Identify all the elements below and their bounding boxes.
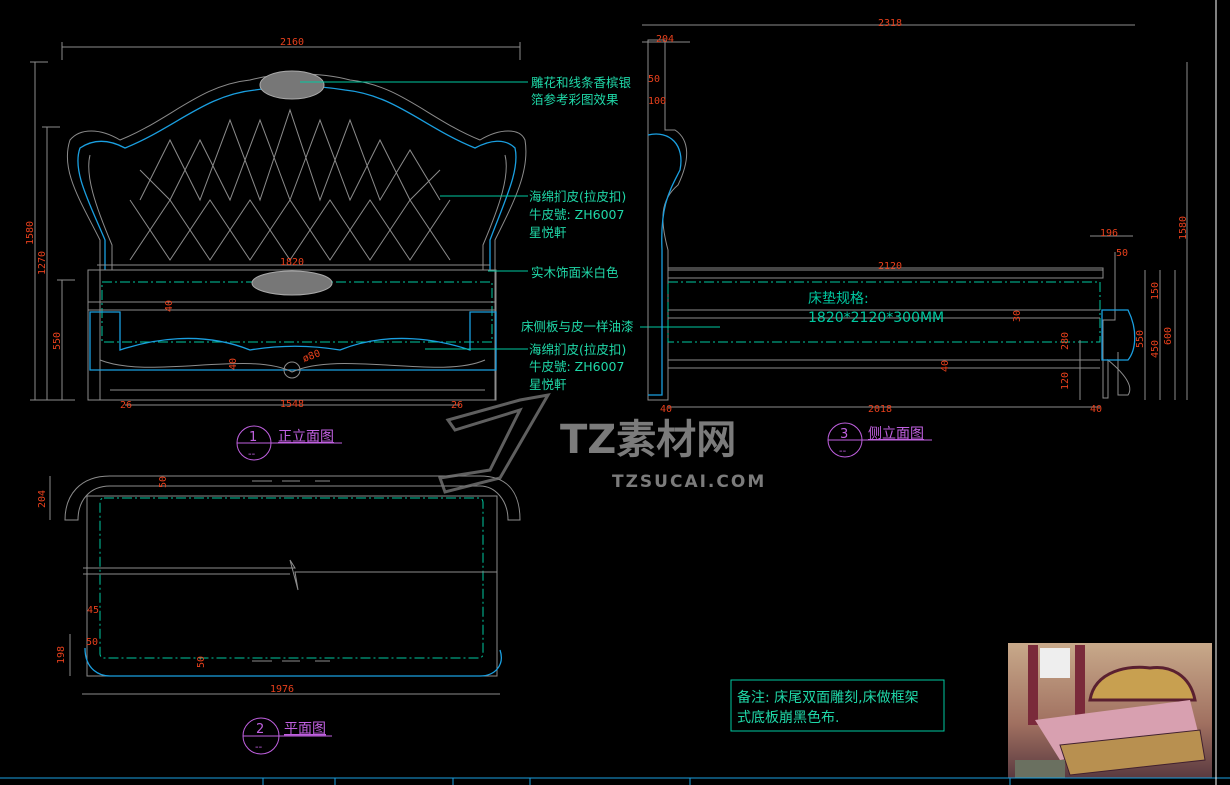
dim-side-40: 40 bbox=[1090, 404, 1102, 415]
title-block bbox=[0, 777, 1230, 785]
dim-side-280: 280 bbox=[1060, 332, 1071, 350]
svg-text:3: 3 bbox=[840, 427, 848, 442]
dim-front-bottom: 1548 bbox=[280, 399, 304, 410]
dim-side-foot2: 50 bbox=[1116, 248, 1128, 259]
dim-front-leg-right: 26 bbox=[451, 400, 463, 411]
dim-front-height: 1580 bbox=[25, 221, 36, 245]
view-title-side: 3 -- 侧立面图 bbox=[827, 422, 932, 458]
dim-plan-top: 50 bbox=[158, 476, 169, 488]
dim-plan-left1: 45 bbox=[87, 605, 99, 616]
dim-side-head: 204 bbox=[656, 34, 674, 45]
remark-line-1: 备注: 床尾双面雕刻,床做框架 bbox=[737, 689, 919, 706]
note-sponge2-2: 牛皮號: ZH6007 bbox=[529, 359, 624, 374]
front-dimension-lines bbox=[30, 42, 521, 406]
dim-side-top2: 100 bbox=[648, 96, 666, 107]
dim-side-450: 450 bbox=[1150, 340, 1161, 358]
tufting-pattern bbox=[129, 108, 451, 261]
dim-side-120: 120 bbox=[1060, 372, 1071, 390]
watermark: TZ素材网 TZSUCAI.COM bbox=[437, 392, 766, 494]
dim-plan-left2: 50 bbox=[86, 637, 98, 648]
remark-box bbox=[730, 679, 945, 732]
dim-side-total: 2318 bbox=[878, 18, 902, 29]
dim-side-length: 2120 bbox=[878, 261, 902, 272]
dim-plan-bottom: 50 bbox=[196, 656, 207, 668]
dim-front-rail2: 40 bbox=[228, 358, 239, 370]
svg-text:--: -- bbox=[255, 742, 263, 753]
svg-text:平面图: 平面图 bbox=[284, 721, 326, 737]
dim-front-inner: 1820 bbox=[280, 257, 304, 268]
dim-side-foot: 196 bbox=[1100, 228, 1118, 239]
svg-text:1: 1 bbox=[249, 430, 257, 445]
view-title-front: 1 -- 正立面图 bbox=[236, 425, 342, 461]
dim-front-circle: ø80 bbox=[301, 348, 322, 365]
svg-text:TZ素材网: TZ素材网 bbox=[560, 417, 736, 463]
dim-front-rail1: 40 bbox=[164, 300, 175, 312]
note-wood: 实木饰面米白色 bbox=[531, 265, 619, 280]
dim-front-h2: 1270 bbox=[37, 251, 48, 275]
note-carving-2: 箔参考彩图效果 bbox=[531, 92, 619, 107]
reference-photo bbox=[1008, 643, 1212, 778]
note-sponge-3: 星悦軒 bbox=[529, 225, 567, 240]
dim-front-leg-left: 26 bbox=[120, 400, 132, 411]
svg-text:正立面图: 正立面图 bbox=[278, 429, 334, 445]
note-sponge-1: 海绵扪皮(拉皮扣) bbox=[529, 189, 626, 204]
svg-text:2: 2 bbox=[256, 722, 264, 737]
leader-lines bbox=[300, 81, 720, 350]
dim-plan-foot: 198 bbox=[56, 646, 67, 664]
note-sideboard: 床侧板与皮一样油漆 bbox=[521, 319, 634, 334]
note-sponge2-1: 海绵扪皮(拉皮扣) bbox=[529, 342, 626, 357]
note-carving-1: 雕花和线条香槟银 bbox=[531, 75, 632, 90]
note-sponge2-3: 星悦軒 bbox=[529, 377, 567, 392]
side-elevation bbox=[647, 39, 1136, 401]
dim-side-150: 150 bbox=[1150, 282, 1161, 300]
dim-side-40b: 40 bbox=[660, 404, 672, 415]
side-dimension-lines bbox=[642, 24, 1188, 408]
svg-text:--: -- bbox=[839, 446, 847, 457]
svg-text:--: -- bbox=[248, 449, 256, 460]
front-elevation bbox=[66, 70, 527, 401]
svg-text:侧立面图: 侧立面图 bbox=[868, 426, 924, 442]
mattress-label: 床垫规格: bbox=[808, 291, 869, 307]
dim-side-30: 30 bbox=[1012, 310, 1023, 322]
dim-side-bottom: 2018 bbox=[868, 404, 892, 415]
note-sponge-2: 牛皮號: ZH6007 bbox=[529, 207, 624, 222]
dim-side-top1: 50 bbox=[648, 74, 660, 85]
dim-side-600: 600 bbox=[1163, 327, 1174, 345]
dim-side-rail: 40 bbox=[940, 360, 951, 372]
dim-front-width: 2160 bbox=[280, 37, 304, 48]
remark-line-2: 式底板崩黑色布. bbox=[737, 709, 839, 726]
dim-plan-width: 1976 bbox=[270, 684, 294, 695]
mattress-size: 1820*2120*300MM bbox=[808, 310, 944, 326]
dim-front-h3: 550 bbox=[52, 332, 63, 350]
footboard-carving bbox=[251, 270, 333, 296]
dim-side-height: 1580 bbox=[1178, 216, 1189, 240]
dim-side-550: 550 bbox=[1135, 330, 1146, 348]
view-title-plan: 2 -- 平面图 bbox=[242, 717, 332, 755]
crown-carving bbox=[259, 70, 325, 100]
plan-view bbox=[64, 475, 521, 677]
svg-text:TZSUCAI.COM: TZSUCAI.COM bbox=[612, 472, 766, 492]
plan-dimension-lines bbox=[49, 476, 500, 695]
dim-plan-head: 204 bbox=[37, 490, 48, 508]
